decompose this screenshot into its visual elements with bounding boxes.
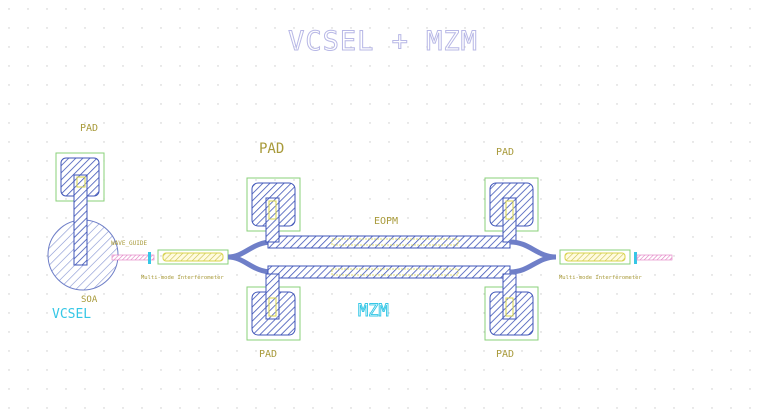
vcsel-label: VCSEL bbox=[52, 307, 91, 322]
pad-label-top-left: PAD bbox=[259, 141, 284, 157]
mmi-right-outline bbox=[559, 249, 631, 265]
eopm-lower-electrode bbox=[331, 268, 459, 276]
pad-bottom-left: PAD bbox=[246, 273, 301, 360]
vcsel-block: PAD SOA VCSEL bbox=[47, 123, 119, 322]
vcsel-contact-strip bbox=[73, 174, 88, 266]
pad-top-right-via bbox=[505, 200, 514, 220]
mzm-upper-arm bbox=[267, 235, 511, 249]
pad-top-left-lead bbox=[265, 197, 280, 243]
mmi-right: Multi-mode Interferometer bbox=[559, 249, 642, 281]
eopm-upper-electrode bbox=[331, 238, 459, 246]
pad-bottom-right: PAD bbox=[484, 273, 539, 360]
mmi-left-label: Multi-mode Interferometer bbox=[141, 275, 224, 281]
mmi-left: Multi-mode Interferometer bbox=[141, 249, 229, 281]
mzm-lower-arm bbox=[267, 265, 511, 279]
pad-label-vcsel: PAD bbox=[80, 123, 98, 134]
pad-top-left: PAD bbox=[246, 141, 301, 243]
mmi-left-body bbox=[162, 252, 224, 262]
eopm-label: EOPM bbox=[374, 216, 398, 227]
pad-bottom-right-lead bbox=[502, 273, 517, 320]
pad-label-bottom-right: PAD bbox=[496, 349, 514, 360]
soa-label: SOA bbox=[81, 295, 98, 305]
pad-bottom-left-via bbox=[268, 297, 277, 317]
pad-bottom-left-lead bbox=[265, 273, 280, 320]
waveguide-port-right bbox=[634, 252, 637, 264]
pad-top-right: PAD bbox=[484, 147, 539, 243]
pad-top-right-lead bbox=[502, 197, 517, 243]
pad-bottom-right-via bbox=[505, 297, 514, 317]
waveguide-label: WAVE_GUIDE bbox=[111, 240, 148, 247]
diagram-title: VCSEL + MZM bbox=[288, 26, 478, 57]
mmi-right-body bbox=[564, 252, 626, 262]
pad-top-left-via bbox=[268, 200, 277, 220]
mmi-right-label: Multi-mode Interferometer bbox=[559, 275, 642, 281]
waveguide-port-left bbox=[148, 252, 151, 264]
input-waveguide bbox=[111, 254, 155, 261]
combiner-right-lower bbox=[509, 254, 557, 275]
splitter-left-lower bbox=[227, 254, 273, 275]
pad-label-top-right: PAD bbox=[496, 147, 514, 158]
vcsel-via bbox=[76, 176, 86, 188]
output-waveguide bbox=[636, 254, 673, 261]
pad-label-bottom-left: PAD bbox=[259, 349, 277, 360]
mzm-label: MZM bbox=[358, 301, 389, 321]
